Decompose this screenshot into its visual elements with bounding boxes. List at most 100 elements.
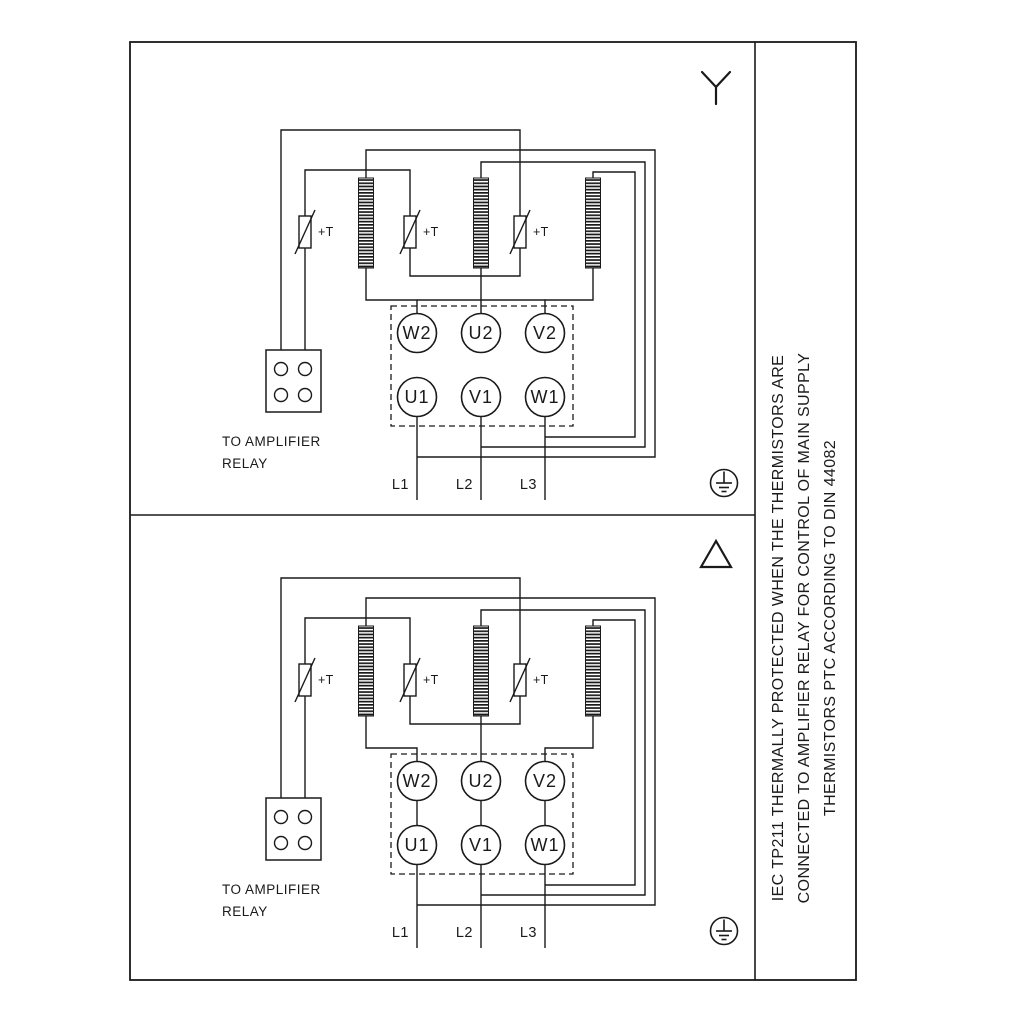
terminal-label-w2: W2 xyxy=(403,771,432,791)
terminal-label-w1: W1 xyxy=(531,387,560,407)
relay-terminal xyxy=(297,361,313,377)
terminal-v1 xyxy=(460,824,502,866)
vertical-note-line3: THERMISTORS PTC ACCORDING TO DIN 44082 xyxy=(822,440,839,816)
terminal-u2 xyxy=(460,760,502,802)
wire-relay-to-thermistor3 xyxy=(280,577,521,798)
terminal-u1 xyxy=(396,824,438,866)
thermistor-2: +T xyxy=(399,209,439,255)
terminal-label-u1: U1 xyxy=(404,835,429,855)
wire-loop-winding3 xyxy=(545,171,636,438)
wire-loop-winding2 xyxy=(480,609,646,896)
terminal-label-w1: W1 xyxy=(531,835,560,855)
terminal-v1 xyxy=(460,376,502,418)
relay-box xyxy=(265,797,322,861)
amplifier-relay-connector: TO AMPLIFIER RELAY xyxy=(222,349,322,471)
terminal-w1 xyxy=(524,376,566,418)
terminal-board-outline xyxy=(390,305,574,427)
terminal-label-v2: V2 xyxy=(533,771,557,791)
relay-terminal xyxy=(273,361,289,377)
vertical-note: IEC TP211 THERMALLY PROTECTED WHEN THE T… xyxy=(770,353,839,904)
thermistor-label: +T xyxy=(318,673,334,687)
supply-label-l2: L2 xyxy=(456,925,473,941)
wire-winding1-to-w2 xyxy=(365,268,418,314)
wire-thermistor2-to-thermistor1 xyxy=(304,169,411,216)
thermistor-stroke xyxy=(509,657,531,703)
winding-coil-2 xyxy=(473,177,489,269)
wire-loop-winding3 xyxy=(545,619,636,886)
terminal-w2 xyxy=(396,760,438,802)
terminal-v2 xyxy=(524,760,566,802)
supply-label-l1: L1 xyxy=(392,925,409,941)
relay-terminal xyxy=(273,809,289,825)
thermistor-stroke xyxy=(399,209,421,255)
thermistor-label: +T xyxy=(318,225,334,239)
winding-coil-3 xyxy=(585,177,601,269)
relay-caption-line1: TO AMPLIFIER xyxy=(222,882,321,897)
wire-thermistor2-to-thermistor1 xyxy=(304,617,411,664)
relay-caption-line1: TO AMPLIFIER xyxy=(222,434,321,449)
thermistor-label: +T xyxy=(533,225,549,239)
thermistor-stroke xyxy=(294,657,316,703)
terminal-board: W2 U2 V2 U1 V1 W1 xyxy=(390,305,574,427)
relay-box xyxy=(265,349,322,413)
terminal-v2 xyxy=(524,312,566,354)
wire-loop-winding2 xyxy=(480,161,646,448)
supply-label-l3: L3 xyxy=(520,477,537,493)
ground-icon xyxy=(709,916,739,946)
relay-terminal xyxy=(297,835,313,851)
amplifier-relay-connector: TO AMPLIFIER RELAY xyxy=(222,797,322,919)
relay-terminal xyxy=(273,835,289,851)
terminal-label-w2: W2 xyxy=(403,323,432,343)
wire-winding3-to-v2 xyxy=(544,268,594,314)
wire-loop-winding1 xyxy=(365,149,656,458)
wire-thermistor3-to-thermistor2 xyxy=(409,696,521,725)
terminal-label-v2: V2 xyxy=(533,323,557,343)
supply-label-l3: L3 xyxy=(520,925,537,941)
thermistor-3: +T xyxy=(509,209,549,255)
wire-thermistor3-to-thermistor2 xyxy=(409,248,521,277)
winding-coil-1 xyxy=(358,625,374,717)
thermistor-3: +T xyxy=(509,657,549,703)
thermistor-stroke xyxy=(399,657,421,703)
thermistor-stroke xyxy=(509,209,531,255)
relay-caption-line2: RELAY xyxy=(222,456,268,471)
delta-connection-icon xyxy=(699,538,733,569)
star-connection-icon xyxy=(700,70,732,106)
relay-caption-line2: RELAY xyxy=(222,904,268,919)
wire-loop-winding1 xyxy=(365,597,656,906)
thermistor-1: +T xyxy=(294,657,334,703)
terminal-label-u2: U2 xyxy=(468,323,493,343)
vertical-note-line1: IEC TP211 THERMALLY PROTECTED WHEN THE T… xyxy=(770,355,787,901)
supply-label-l1: L1 xyxy=(392,477,409,493)
wire-relay-to-thermistor3 xyxy=(280,129,521,350)
terminal-w1 xyxy=(524,824,566,866)
panel-delta-connection: +T +T +T TO AMPLIFIER RELAY xyxy=(222,577,739,948)
thermistor-stroke xyxy=(294,209,316,255)
terminal-board-outline xyxy=(390,753,574,875)
terminal-label-v1: V1 xyxy=(469,387,493,407)
terminal-u1 xyxy=(396,376,438,418)
ground-icon xyxy=(709,468,739,498)
terminal-u2 xyxy=(460,312,502,354)
wire-winding1-to-w2 xyxy=(365,716,418,762)
diagram-border xyxy=(129,41,857,981)
terminal-label-u1: U1 xyxy=(404,387,429,407)
vertical-note-line2: CONNECTED TO AMPLIFIER RELAY FOR CONTROL… xyxy=(796,353,813,904)
thermistor-1: +T xyxy=(294,209,334,255)
panel-star-connection: +T +T +T TO AMPLIFIER RELAY xyxy=(222,129,739,500)
thermistor-label: +T xyxy=(423,225,439,239)
winding-coil-2 xyxy=(473,625,489,717)
terminal-board: W2 U2 V2 U1 V1 W1 xyxy=(390,753,574,875)
thermistor-label: +T xyxy=(533,673,549,687)
relay-terminal xyxy=(297,809,313,825)
terminal-w2 xyxy=(396,312,438,354)
terminal-label-v1: V1 xyxy=(469,835,493,855)
terminal-label-u2: U2 xyxy=(468,771,493,791)
supply-label-l2: L2 xyxy=(456,477,473,493)
relay-terminal xyxy=(273,387,289,403)
thermistor-label: +T xyxy=(423,673,439,687)
relay-terminal xyxy=(297,387,313,403)
winding-coil-3 xyxy=(585,625,601,717)
